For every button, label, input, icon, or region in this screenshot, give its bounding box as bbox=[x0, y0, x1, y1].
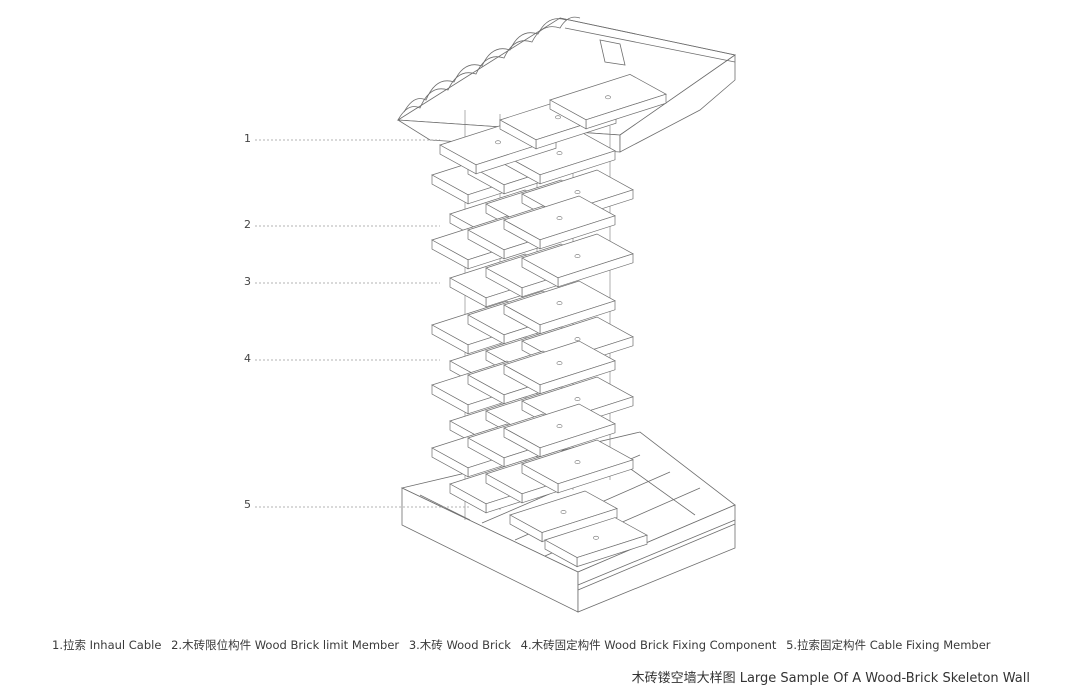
wood-brick bbox=[503, 195, 616, 250]
callout-5: 5 bbox=[244, 498, 251, 511]
wood-bricks bbox=[431, 74, 667, 568]
legend-item-5: 5.拉索固定构件 Cable Fixing Member bbox=[786, 638, 991, 652]
wood-brick bbox=[549, 74, 667, 130]
wood-brick bbox=[503, 340, 616, 395]
wood-brick bbox=[503, 280, 616, 335]
callout-leaders bbox=[255, 139, 470, 508]
callout-1: 1 bbox=[244, 132, 251, 145]
wood-brick bbox=[503, 403, 616, 458]
legend-item-4: 4.木砖固定构件 Wood Brick Fixing Component bbox=[520, 638, 777, 652]
legend-item-1: 1.拉索 Inhaul Cable bbox=[52, 638, 162, 652]
callout-3: 3 bbox=[244, 275, 251, 288]
legend-item-2: 2.木砖限位构件 Wood Brick limit Member bbox=[171, 638, 400, 652]
wood-brick bbox=[509, 490, 618, 543]
legend: 1.拉索 Inhaul Cable 2.木砖限位构件 Wood Brick li… bbox=[52, 637, 997, 653]
wood-brick bbox=[521, 233, 634, 288]
wood-brick bbox=[521, 439, 634, 494]
callout-4: 4 bbox=[244, 352, 251, 365]
wood-brick bbox=[544, 517, 648, 568]
legend-item-3: 3.木砖 Wood Brick bbox=[408, 638, 511, 652]
diagram-caption: 木砖镂空墙大样图 Large Sample Of A Wood-Brick Sk… bbox=[631, 671, 1030, 686]
callout-2: 2 bbox=[244, 218, 251, 231]
